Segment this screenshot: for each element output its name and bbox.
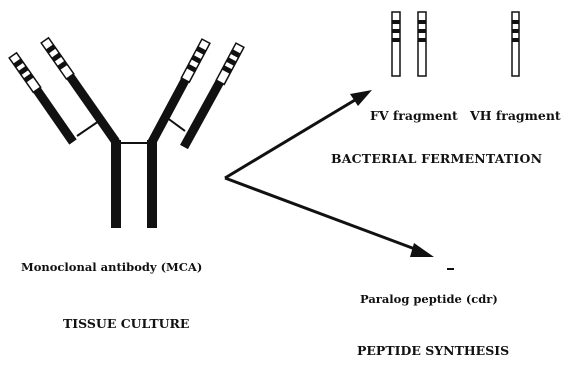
peptide-synthesis-label: PEPTIDE SYNTHESIS: [357, 345, 509, 358]
vh-fragment-label: VH fragment: [470, 110, 561, 123]
monoclonal-antibody-figure: [9, 38, 244, 228]
arrow-to-peptide-synthesis: [225, 178, 434, 257]
fv-fragment-figure: [392, 12, 426, 76]
tissue-culture-label: TISSUE CULTURE: [63, 318, 189, 331]
paralog-peptide-label: Paralog peptide (cdr): [360, 294, 498, 306]
antibody-disulfide-left: [77, 121, 99, 136]
antibody-disulfide-right: [166, 117, 185, 131]
antibody-heavy-chain-stem-left: [111, 140, 121, 228]
antibody-heavy-chain-stem-right: [147, 140, 157, 228]
bacterial-fermentation-label: BACTERIAL FERMENTATION: [331, 153, 542, 166]
variable-region-heavy-left: [41, 38, 74, 79]
vh-fragment-figure: [512, 12, 519, 76]
fv-fragment-label: FV fragment: [370, 110, 458, 123]
fv-fragment-chain-2: [418, 12, 426, 76]
variable-region-light-right: [216, 43, 244, 84]
monoclonal-antibody-label: Monoclonal antibody (MCA): [21, 262, 202, 274]
paralog-peptide-mark: [447, 268, 454, 270]
variable-region-light-left: [9, 53, 40, 93]
variable-region-heavy-right: [181, 39, 210, 82]
fv-fragment-chain-1: [392, 12, 400, 76]
